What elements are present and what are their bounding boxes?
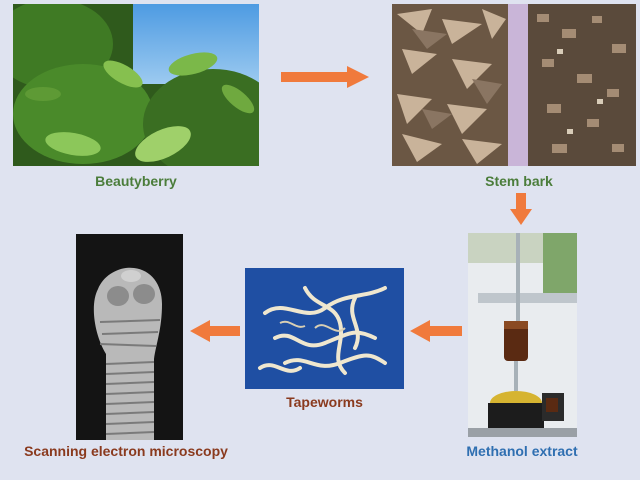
arrow-down-icon bbox=[510, 193, 532, 225]
tapeworms-label: Tapeworms bbox=[286, 394, 363, 410]
methanol-extract-photo bbox=[468, 233, 577, 437]
sem-photo bbox=[76, 234, 183, 440]
arrow-right-icon bbox=[281, 66, 369, 88]
beautyberry-label: Beautyberry bbox=[95, 173, 177, 189]
stem-bark-photo bbox=[392, 4, 636, 166]
arrow-left-icon bbox=[410, 320, 462, 342]
stem-bark-label: Stem bark bbox=[485, 173, 553, 189]
tapeworms-photo bbox=[245, 268, 404, 389]
arrow-left-icon bbox=[190, 320, 240, 342]
beautyberry-photo bbox=[13, 4, 259, 166]
sem-label: Scanning electron microscopy bbox=[24, 443, 228, 459]
methanol-extract-label: Methanol extract bbox=[466, 443, 578, 459]
